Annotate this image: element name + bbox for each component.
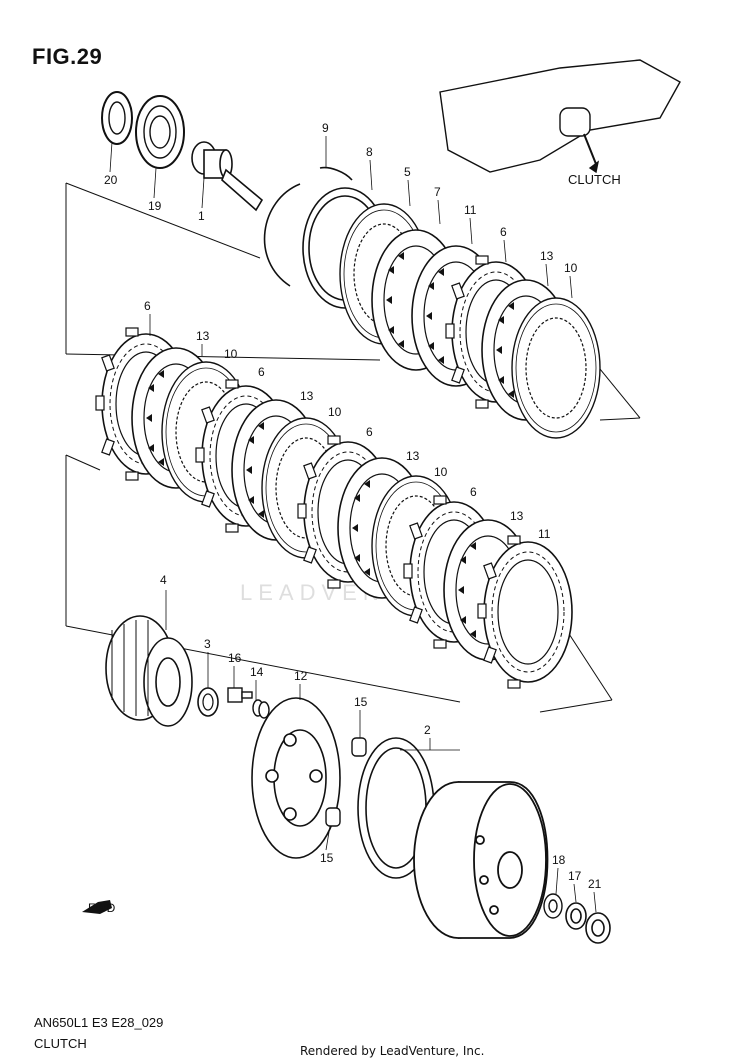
callouts: 20 19 1 9 8 5 7 11 6 13 10 6 13 10 6 13 … (104, 121, 602, 891)
callout-1: 1 (198, 209, 205, 223)
fwd-label: FWD (88, 901, 116, 915)
callout-10: 10 (434, 465, 448, 479)
callout-10: 10 (564, 261, 578, 275)
callout-6: 6 (470, 485, 477, 499)
callout-20: 20 (104, 173, 118, 187)
callout-6: 6 (366, 425, 373, 439)
callout-9: 9 (322, 121, 329, 135)
callout-21: 21 (588, 877, 602, 891)
clutch-housing (413, 781, 549, 939)
callout-15: 15 (354, 695, 368, 709)
callout-16: 16 (228, 651, 242, 665)
callout-15: 15 (320, 851, 334, 865)
callout-11: 11 (464, 203, 477, 217)
callout-10: 10 (224, 347, 238, 361)
snap-ring (263, 166, 353, 287)
washer (543, 893, 563, 919)
leader-lines (109, 136, 597, 913)
spacer (197, 687, 219, 717)
callout-2: 2 (424, 723, 431, 737)
callout-3: 3 (204, 637, 211, 651)
callout-13: 13 (510, 509, 524, 523)
callout-8: 8 (366, 145, 373, 159)
callout-13: 13 (300, 389, 314, 403)
callout-5: 5 (404, 165, 411, 179)
callout-14: 14 (250, 665, 264, 679)
callout-6: 6 (258, 365, 265, 379)
callout-4: 4 (160, 573, 167, 587)
damper (325, 737, 367, 827)
rendered-by-credit: Rendered by LeadVenture, Inc. (300, 1044, 485, 1058)
callout-13: 13 (196, 329, 210, 343)
callout-6: 6 (144, 299, 151, 313)
callout-13: 13 (540, 249, 554, 263)
callout-6: 6 (500, 225, 507, 239)
clutch-sleeve-hub (105, 615, 193, 727)
pressure-plate (251, 697, 341, 859)
bolt (227, 687, 253, 703)
callout-10: 10 (328, 405, 342, 419)
callout-17: 17 (568, 869, 582, 883)
fwd-arrow: FWD (82, 900, 116, 915)
oil-seal (101, 91, 133, 145)
model-code: AN650L1 E3 E28_029 (34, 1015, 164, 1030)
bearing-small (585, 912, 611, 944)
primary-shaft (191, 141, 264, 212)
callout-13: 13 (406, 449, 420, 463)
figure-title: FIG.29 (32, 44, 103, 69)
section-name: CLUTCH (34, 1036, 87, 1051)
callout-11: 11 (538, 527, 551, 541)
engine-inset-illustration (439, 59, 681, 174)
callout-19: 19 (148, 199, 162, 213)
callout-12: 12 (294, 669, 308, 683)
bearing (135, 95, 185, 169)
nut (565, 902, 587, 930)
inset-clutch-label: CLUTCH (568, 172, 621, 187)
callout-18: 18 (552, 853, 566, 867)
callout-7: 7 (434, 185, 441, 199)
spring (252, 699, 270, 719)
